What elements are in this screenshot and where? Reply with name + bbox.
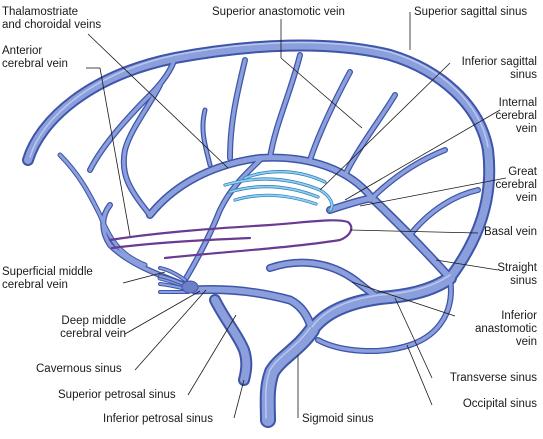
occipital-sinus-vessel [316, 276, 453, 353]
inferior-petrosal-sinus-vessel [211, 296, 251, 384]
tributary-vein [228, 58, 247, 160]
straight-sinus-vessel [369, 195, 453, 281]
label-inferior-anastomotic-vein: Inferior anastomotic vein [474, 310, 537, 348]
superior-sagittal-sinus-vessel [24, 41, 494, 282]
tributary-vein [268, 53, 302, 160]
basal-vein-vessel [108, 219, 353, 260]
tributary-vein [408, 188, 480, 237]
superior-anastomotic-vein-vessel [183, 156, 264, 282]
label-cavernous-sinus: Cavernous sinus [36, 363, 122, 375]
sigmoid-sinus-vessel [261, 324, 318, 426]
label-inferior-petrosal-sinus: Inferior petrosal sinus [103, 413, 213, 425]
label-superficial-middle-cerebral-vein: Superficial middle cerebral vein [2, 266, 93, 291]
label-leader-lines [86, 12, 507, 419]
tributary-vein [58, 153, 147, 267]
label-superior-anastomotic-vein: Superior anastomotic vein [212, 6, 345, 18]
anterior-cerebral-vein-vessel [122, 83, 162, 217]
vessel-highlights [29, 41, 489, 419]
label-deep-middle-cerebral-vein: Deep middle cerebral vein [60, 315, 126, 340]
cavernous-sinus-node [181, 280, 199, 294]
label-thalamostriate-choroidal-veins: Thalamostriate and choroidal veins [2, 6, 102, 31]
label-inferior-sagittal-sinus: Inferior sagittal sinus [461, 56, 537, 81]
label-great-cerebral-vein: Great cerebral vein [495, 166, 537, 204]
label-sigmoid-sinus: Sigmoid sinus [302, 413, 374, 425]
label-occipital-sinus: Occipital sinus [462, 398, 537, 410]
label-superior-petrosal-sinus: Superior petrosal sinus [58, 389, 176, 401]
vessel-bodies [24, 41, 494, 426]
label-anterior-cerebral-vein: Anterior cerebral vein [2, 45, 68, 70]
tributary-vein [308, 70, 352, 162]
label-basal-vein: Basal vein [483, 226, 537, 238]
label-superior-sagittal-sinus: Superior sagittal sinus [414, 6, 528, 18]
tributary-vein [88, 56, 177, 172]
superior-petrosal-sinus-vessel [192, 286, 315, 333]
tributary-vein [343, 93, 397, 177]
tributary-vein [368, 148, 447, 202]
label-transverse-sinus: Transverse sinus [449, 372, 537, 384]
tributary-vein [201, 108, 212, 167]
label-straight-sinus: Straight sinus [497, 262, 537, 287]
internal-cerebral-vein-cluster-highlight [224, 170, 333, 211]
label-internal-cerebral-vein: Internal cerebral vein [495, 97, 537, 135]
